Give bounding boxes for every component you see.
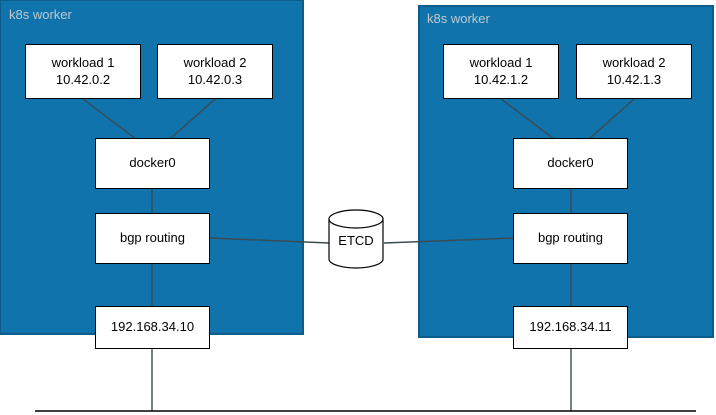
node-right-workload-2-ip: 10.42.1.3 [606, 71, 662, 87]
node-left-workload-2[interactable]: workload 2 10.42.0.3 [157, 44, 273, 99]
node-right-workload-2[interactable]: workload 2 10.42.1.3 [576, 44, 692, 99]
node-right-bgp-routing[interactable]: bgp routing [513, 213, 628, 264]
node-left-workload-2-name: workload 2 [183, 55, 247, 71]
node-right-host-ip[interactable]: 192.168.34.11 [513, 306, 628, 349]
node-right-bgp-routing-label: bgp routing [537, 230, 604, 246]
etcd-cylinder-icon [328, 209, 384, 269]
etcd-label: ETCD [338, 233, 374, 248]
zone-label-left: k8s worker [9, 7, 72, 22]
node-right-host-ip-label: 192.168.34.11 [529, 319, 612, 335]
edge-right-workload1-docker0 [500, 98, 555, 140]
node-left-workload-1-name: workload 1 [51, 55, 115, 71]
node-right-docker0-label: docker0 [547, 155, 594, 171]
node-left-host-ip-label: 192.168.34.10 [110, 319, 195, 335]
zone-label-right: k8s worker [427, 11, 490, 26]
node-right-workload-2-name: workload 2 [602, 55, 666, 71]
node-left-workload-1-ip: 10.42.0.2 [55, 71, 111, 87]
node-right-workload-1[interactable]: workload 1 10.42.1.2 [443, 44, 559, 99]
node-right-workload-1-ip: 10.42.1.2 [473, 71, 529, 87]
edge-left-bgp-etcd [209, 237, 330, 244]
edge-left-workload1-docker0 [82, 98, 137, 140]
node-left-docker0-label: docker0 [129, 155, 176, 171]
node-left-bgp-routing-label: bgp routing [119, 230, 186, 246]
node-left-workload-2-ip: 10.42.0.3 [187, 71, 243, 87]
node-left-docker0[interactable]: docker0 [95, 138, 210, 189]
node-left-bgp-routing[interactable]: bgp routing [95, 213, 210, 264]
node-right-workload-1-name: workload 1 [469, 55, 533, 71]
node-left-workload-1[interactable]: workload 1 10.42.0.2 [25, 44, 141, 99]
edge-left-workload2-docker0 [169, 98, 216, 140]
edge-right-bgp-etcd [383, 237, 514, 244]
node-right-docker0[interactable]: docker0 [513, 138, 628, 189]
edge-right-workload2-docker0 [588, 98, 635, 140]
node-left-host-ip[interactable]: 192.168.34.10 [95, 306, 210, 349]
